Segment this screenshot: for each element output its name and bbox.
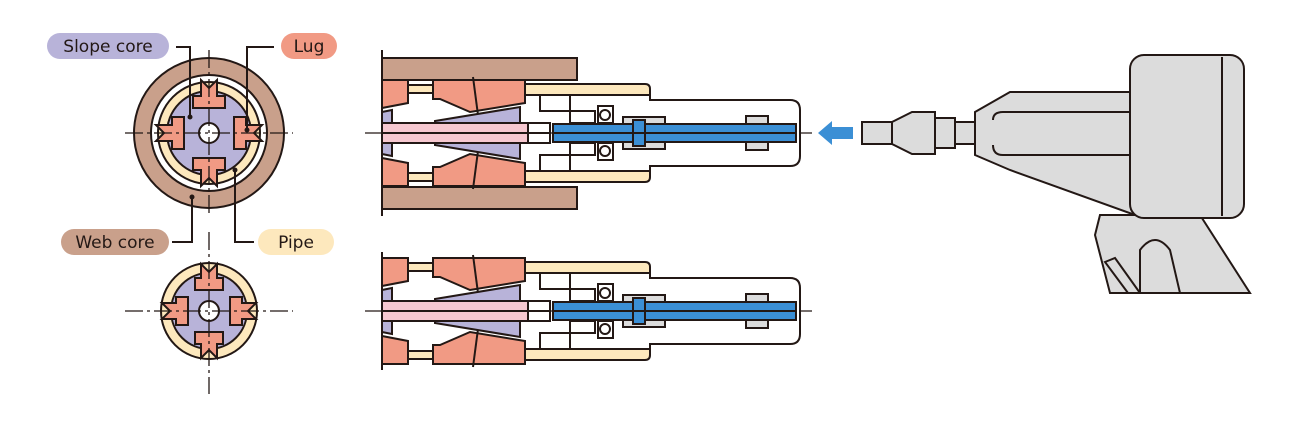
label-pipe: Pipe (232, 167, 334, 255)
cross-section-after (365, 252, 812, 370)
web-core-top (381, 57, 578, 81)
web-core-bottom (381, 186, 578, 210)
svg-text:Pipe: Pipe (278, 233, 314, 253)
arrow-left-icon (818, 121, 853, 145)
label-web-core: Web core (61, 194, 195, 255)
svg-text:Lug: Lug (294, 37, 325, 57)
svg-text:Slope core: Slope core (63, 37, 152, 57)
cross-section-before (365, 50, 812, 216)
label-slope-core: Slope core (47, 33, 193, 120)
end-view-before (125, 50, 293, 216)
svg-text:Web core: Web core (75, 233, 154, 253)
end-view-after (125, 232, 293, 394)
impact-wrench (861, 54, 1252, 294)
label-lug: Lug (244, 33, 337, 133)
